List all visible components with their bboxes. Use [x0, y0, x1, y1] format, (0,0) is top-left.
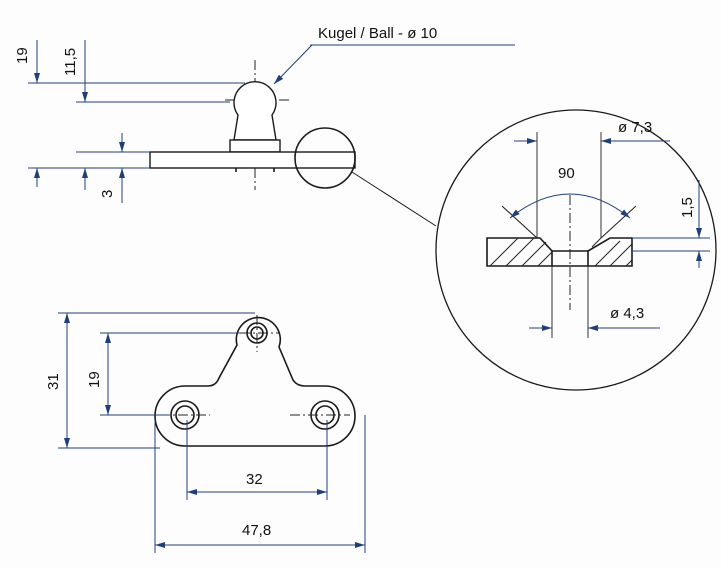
dim-side-height-total: 19	[14, 47, 31, 64]
detail-marker-circle	[294, 127, 356, 189]
ball-label: Kugel / Ball - ø 10	[318, 25, 437, 42]
ball-label-callout: Kugel / Ball - ø 10	[273, 25, 515, 85]
dim-side-ball-center: 11,5	[62, 48, 79, 76]
dim-hole-diameter: ø 4,3	[610, 305, 644, 322]
dim-countersink-diameter: ø 7,3	[618, 119, 652, 136]
dim-plate-thickness: 3	[99, 190, 116, 198]
side-view: 19 11,5 3	[14, 40, 437, 227]
dim-hole-spacing: 32	[246, 471, 263, 488]
dim-top-ball-offset: 19	[86, 371, 103, 388]
dim-overall-width: 47,8	[242, 522, 271, 539]
dim-countersink-angle: 90	[558, 165, 575, 182]
dim-top-height-total: 31	[45, 373, 62, 390]
top-view: 31 19 32 47,8	[45, 312, 366, 553]
dim-countersink-depth: 1,5	[679, 197, 696, 218]
detail-view: ø 7,3 90 1,5 ø 4,3	[435, 109, 717, 391]
